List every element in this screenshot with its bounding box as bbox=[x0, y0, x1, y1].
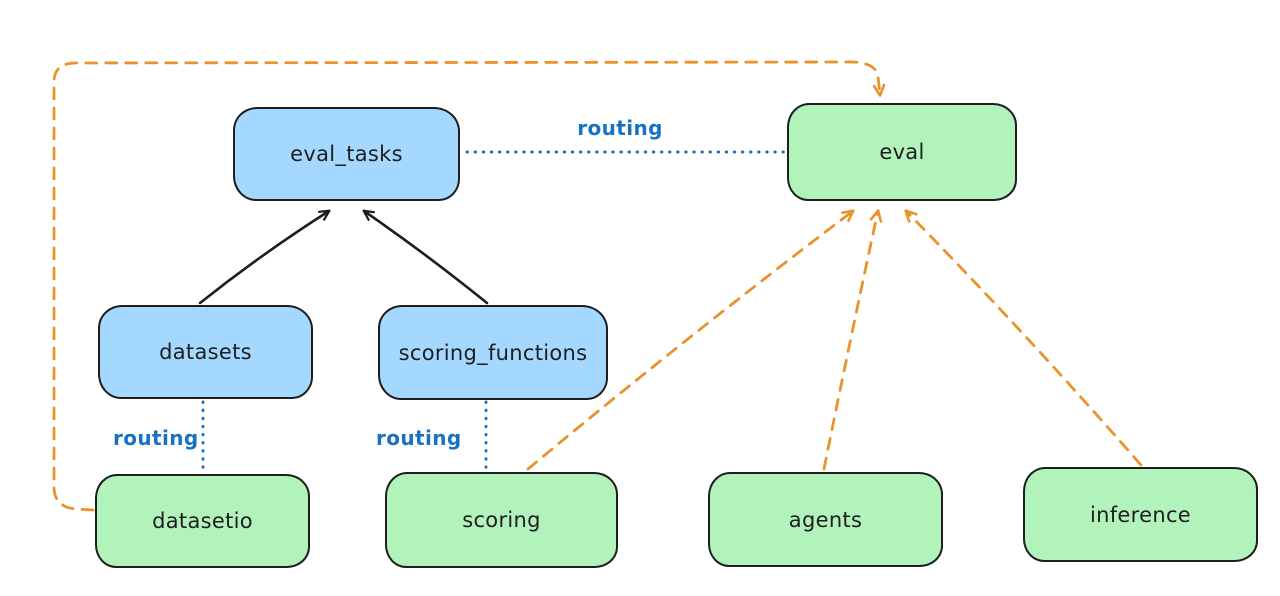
edge-scoring-functions-to-eval-tasks bbox=[362, 209, 489, 305]
node-inference-label: inference bbox=[1089, 502, 1192, 527]
node-agents: agents bbox=[708, 472, 943, 567]
edge-scoring-to-eval bbox=[526, 209, 855, 471]
edge-inference-to-eval bbox=[904, 209, 1143, 467]
node-eval: eval bbox=[787, 103, 1017, 201]
node-datasets-label: datasets bbox=[159, 340, 252, 364]
node-scoring: scoring bbox=[385, 472, 618, 568]
node-inference: inference bbox=[1023, 467, 1258, 562]
node-datasets: datasets bbox=[98, 305, 313, 399]
edge-datasets-to-eval-tasks bbox=[198, 209, 331, 305]
node-scoring-label: scoring bbox=[462, 508, 541, 532]
routing-label-scoring-functions-scoring: routing bbox=[376, 426, 462, 450]
edge-agents-to-eval bbox=[822, 209, 883, 471]
routing-label-eval-tasks-eval: routing bbox=[577, 116, 663, 140]
node-datasetio-label: datasetio bbox=[152, 509, 253, 533]
node-scoring-functions-label: scoring_functions bbox=[398, 340, 588, 365]
node-datasetio: datasetio bbox=[95, 474, 310, 568]
node-eval-tasks: eval_tasks bbox=[233, 107, 460, 201]
edge-datasetio-to-eval bbox=[52, 60, 886, 512]
node-eval-label: eval bbox=[879, 140, 925, 164]
node-eval-tasks-label: eval_tasks bbox=[290, 142, 403, 166]
node-agents-label: agents bbox=[788, 507, 863, 532]
node-scoring-functions: scoring_functions bbox=[378, 305, 608, 400]
routing-label-datasets-datasetio: routing bbox=[113, 426, 199, 450]
